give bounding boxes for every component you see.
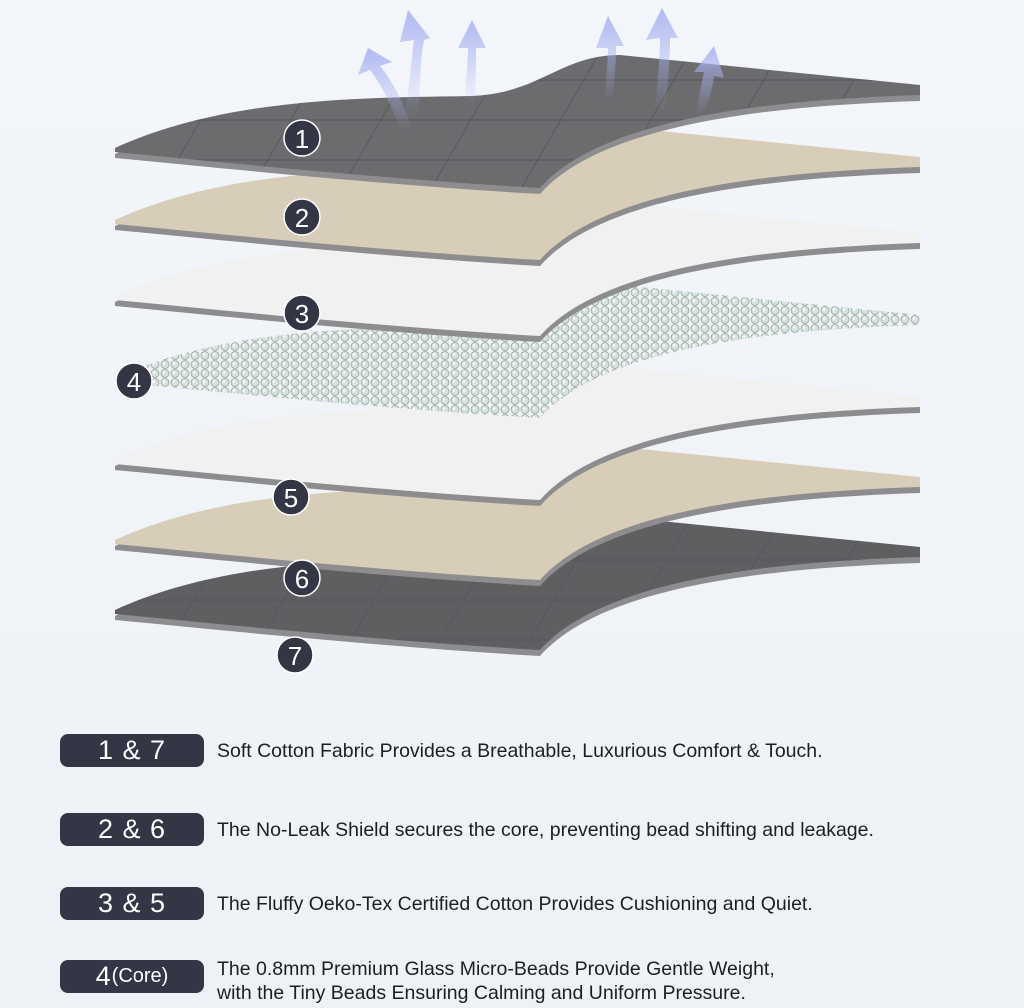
- layer-number: 4: [127, 367, 141, 397]
- legend-text-line-1: The 0.8mm Premium Glass Micro-Beads Prov…: [217, 958, 775, 980]
- layer-cotton-fabric-top: [115, 55, 920, 194]
- layer-number-marker: [283, 294, 321, 332]
- arrow-icon: [694, 46, 724, 115]
- arrow-icon: [646, 8, 678, 110]
- badge-2-6: 2 & 6: [60, 813, 204, 846]
- layer-no-leak-shield-bottom: [115, 447, 920, 586]
- legend-text-line-2: with the Tiny Beads Ensuring Calming and…: [217, 982, 746, 1004]
- layer-number: 1: [295, 124, 309, 154]
- layer-number: 7: [288, 641, 302, 671]
- arrow-icon: [596, 16, 624, 100]
- legend-text-1-7: Soft Cotton Fabric Provides a Breathable…: [217, 740, 823, 762]
- layer-number-marker: [283, 119, 321, 157]
- layer-number: 3: [295, 299, 309, 329]
- legend-text-2-6: The No-Leak Shield secures the core, pre…: [217, 819, 874, 841]
- layer-glass-beads-core: [115, 285, 920, 418]
- layer-number-marker: [272, 478, 310, 516]
- breathability-arrows: [358, 8, 724, 130]
- badge-3-5: 3 & 5: [60, 887, 204, 920]
- legend-text-4-core: The 0.8mm Premium Glass Micro-Beads Prov…: [217, 957, 775, 1005]
- arrow-icon: [400, 10, 430, 115]
- badge-label: 4: [95, 961, 112, 991]
- layer-number: 6: [295, 564, 309, 594]
- layer-cotton-padding-bottom: [115, 367, 920, 506]
- layer-number-marker: [283, 559, 321, 597]
- layers-diagram: 1 2 3 4 5 6 7: [115, 8, 920, 674]
- layer-number-marker: [115, 362, 153, 400]
- layer-number-marker: [276, 636, 314, 674]
- badge-4-core: 4(Core): [60, 960, 204, 993]
- badge-1-7: 1 & 7: [60, 734, 204, 767]
- badge-label: 3 & 5: [97, 888, 167, 918]
- badge-label: 1 & 7: [97, 735, 167, 765]
- layer-number: 2: [295, 203, 309, 233]
- quilt-pattern: [115, 55, 920, 188]
- arrow-icon: [358, 48, 412, 130]
- badge-label: 2 & 6: [97, 814, 167, 844]
- layer-number: 5: [284, 483, 298, 513]
- layer-surface: [115, 447, 920, 580]
- layer-surface: [115, 367, 920, 500]
- legend-text-3-5: The Fluffy Oeko-Tex Certified Cotton Pro…: [217, 893, 813, 915]
- arrow-icon: [458, 20, 486, 105]
- layer-surface: [115, 285, 920, 418]
- badge-sub-label: (Core): [111, 965, 169, 987]
- layer-number-marker: [283, 198, 321, 236]
